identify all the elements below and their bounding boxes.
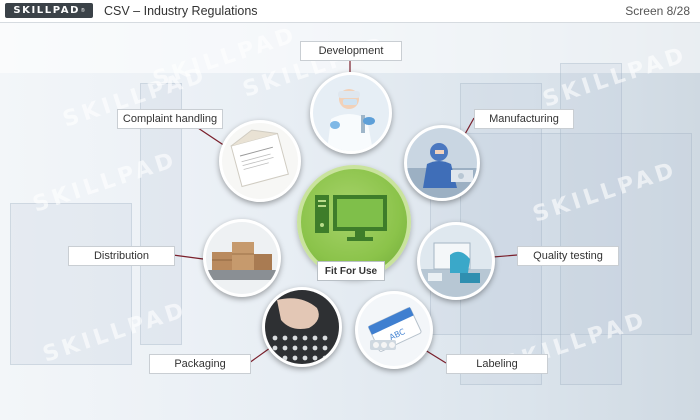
manufacturing-photo xyxy=(404,125,480,201)
stage-label-complaint-handling: Complaint handling xyxy=(117,109,223,129)
header-bar: SKILLPAD® CSV – Industry Regulations Scr… xyxy=(0,0,700,23)
computer-monitor-icon xyxy=(315,195,387,241)
connector-line xyxy=(492,254,518,258)
connector-line xyxy=(172,254,204,260)
stage-label-quality-testing: Quality testing xyxy=(517,246,619,266)
connector-line xyxy=(194,125,226,147)
screen-counter: Screen 8/28 xyxy=(625,4,690,18)
page-title: CSV – Industry Regulations xyxy=(104,4,258,18)
boxes-conveyor-icon xyxy=(206,222,278,294)
stage-label-development: Development xyxy=(300,41,402,61)
complaint-handling-photo xyxy=(219,120,301,202)
stage-label-labeling: Labeling xyxy=(446,354,548,374)
stage-label-packaging: Packaging xyxy=(149,354,251,374)
fit-for-use-label: Fit For Use xyxy=(317,261,385,281)
cleanroom-worker-icon xyxy=(407,128,477,198)
quality-testing-photo xyxy=(417,222,495,300)
skillpad-logo: SKILLPAD® xyxy=(5,3,93,18)
scientist-icon xyxy=(313,75,389,151)
distribution-photo xyxy=(203,219,281,297)
blister-pack-icon xyxy=(265,290,339,364)
labeling-photo: ABC xyxy=(355,291,433,369)
development-photo xyxy=(310,72,392,154)
lab-testing-icon xyxy=(420,225,492,297)
packaging-photo xyxy=(262,287,342,367)
letter-envelope-icon xyxy=(222,123,298,199)
stage-label-distribution: Distribution xyxy=(68,246,175,266)
stage-label-manufacturing: Manufacturing xyxy=(474,109,574,129)
medicine-box-icon: ABC xyxy=(358,294,430,366)
